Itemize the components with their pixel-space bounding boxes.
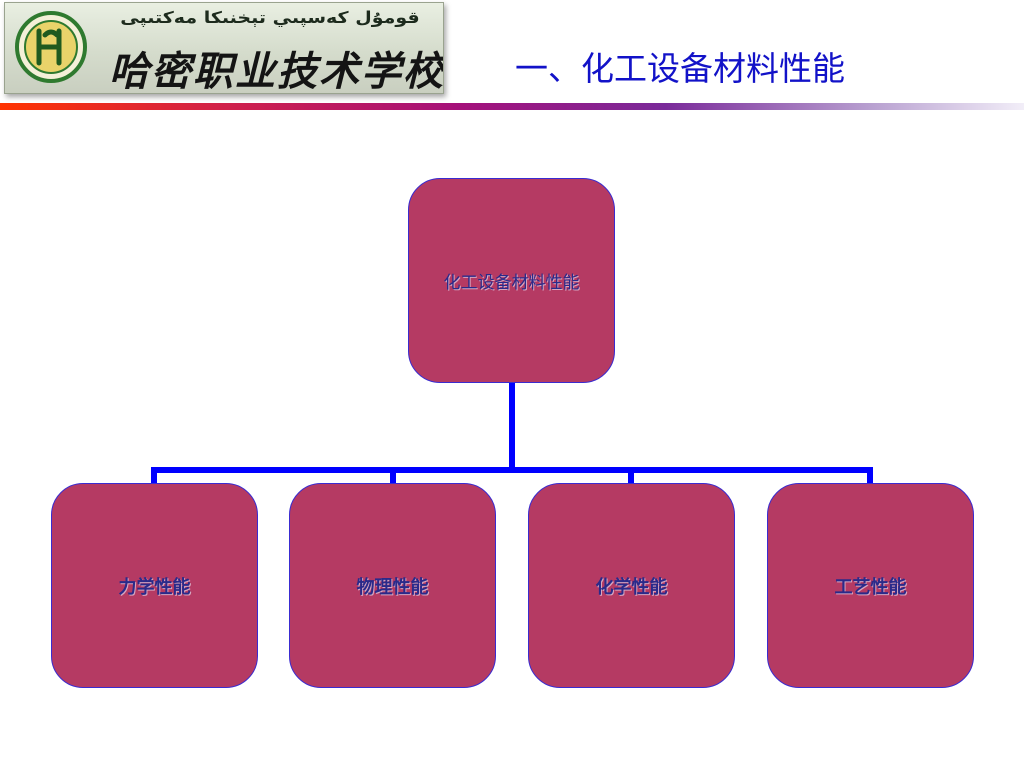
- slide-title: 一、化工设备材料性能: [515, 49, 845, 88]
- school-logo-banner: قومۇل كەسپىي تېخنىكا مەكتىپى 哈密职业技术学校: [4, 2, 444, 94]
- node-process-properties: 工艺性能: [767, 483, 974, 688]
- title-gradient-bar: [0, 103, 1024, 110]
- node-physical-properties: 物理性能: [289, 483, 496, 688]
- logo-school-name: 哈密职业技术学校: [109, 48, 444, 94]
- school-emblem-icon: [15, 11, 87, 83]
- node-root: 化工设备材料性能: [408, 178, 615, 383]
- logo-uyghur-text: قومۇل كەسپىي تېخنىكا مەكتىپى: [120, 8, 420, 28]
- node-mechanical-properties: 力学性能: [51, 483, 258, 688]
- node-chemical-properties: 化学性能: [528, 483, 735, 688]
